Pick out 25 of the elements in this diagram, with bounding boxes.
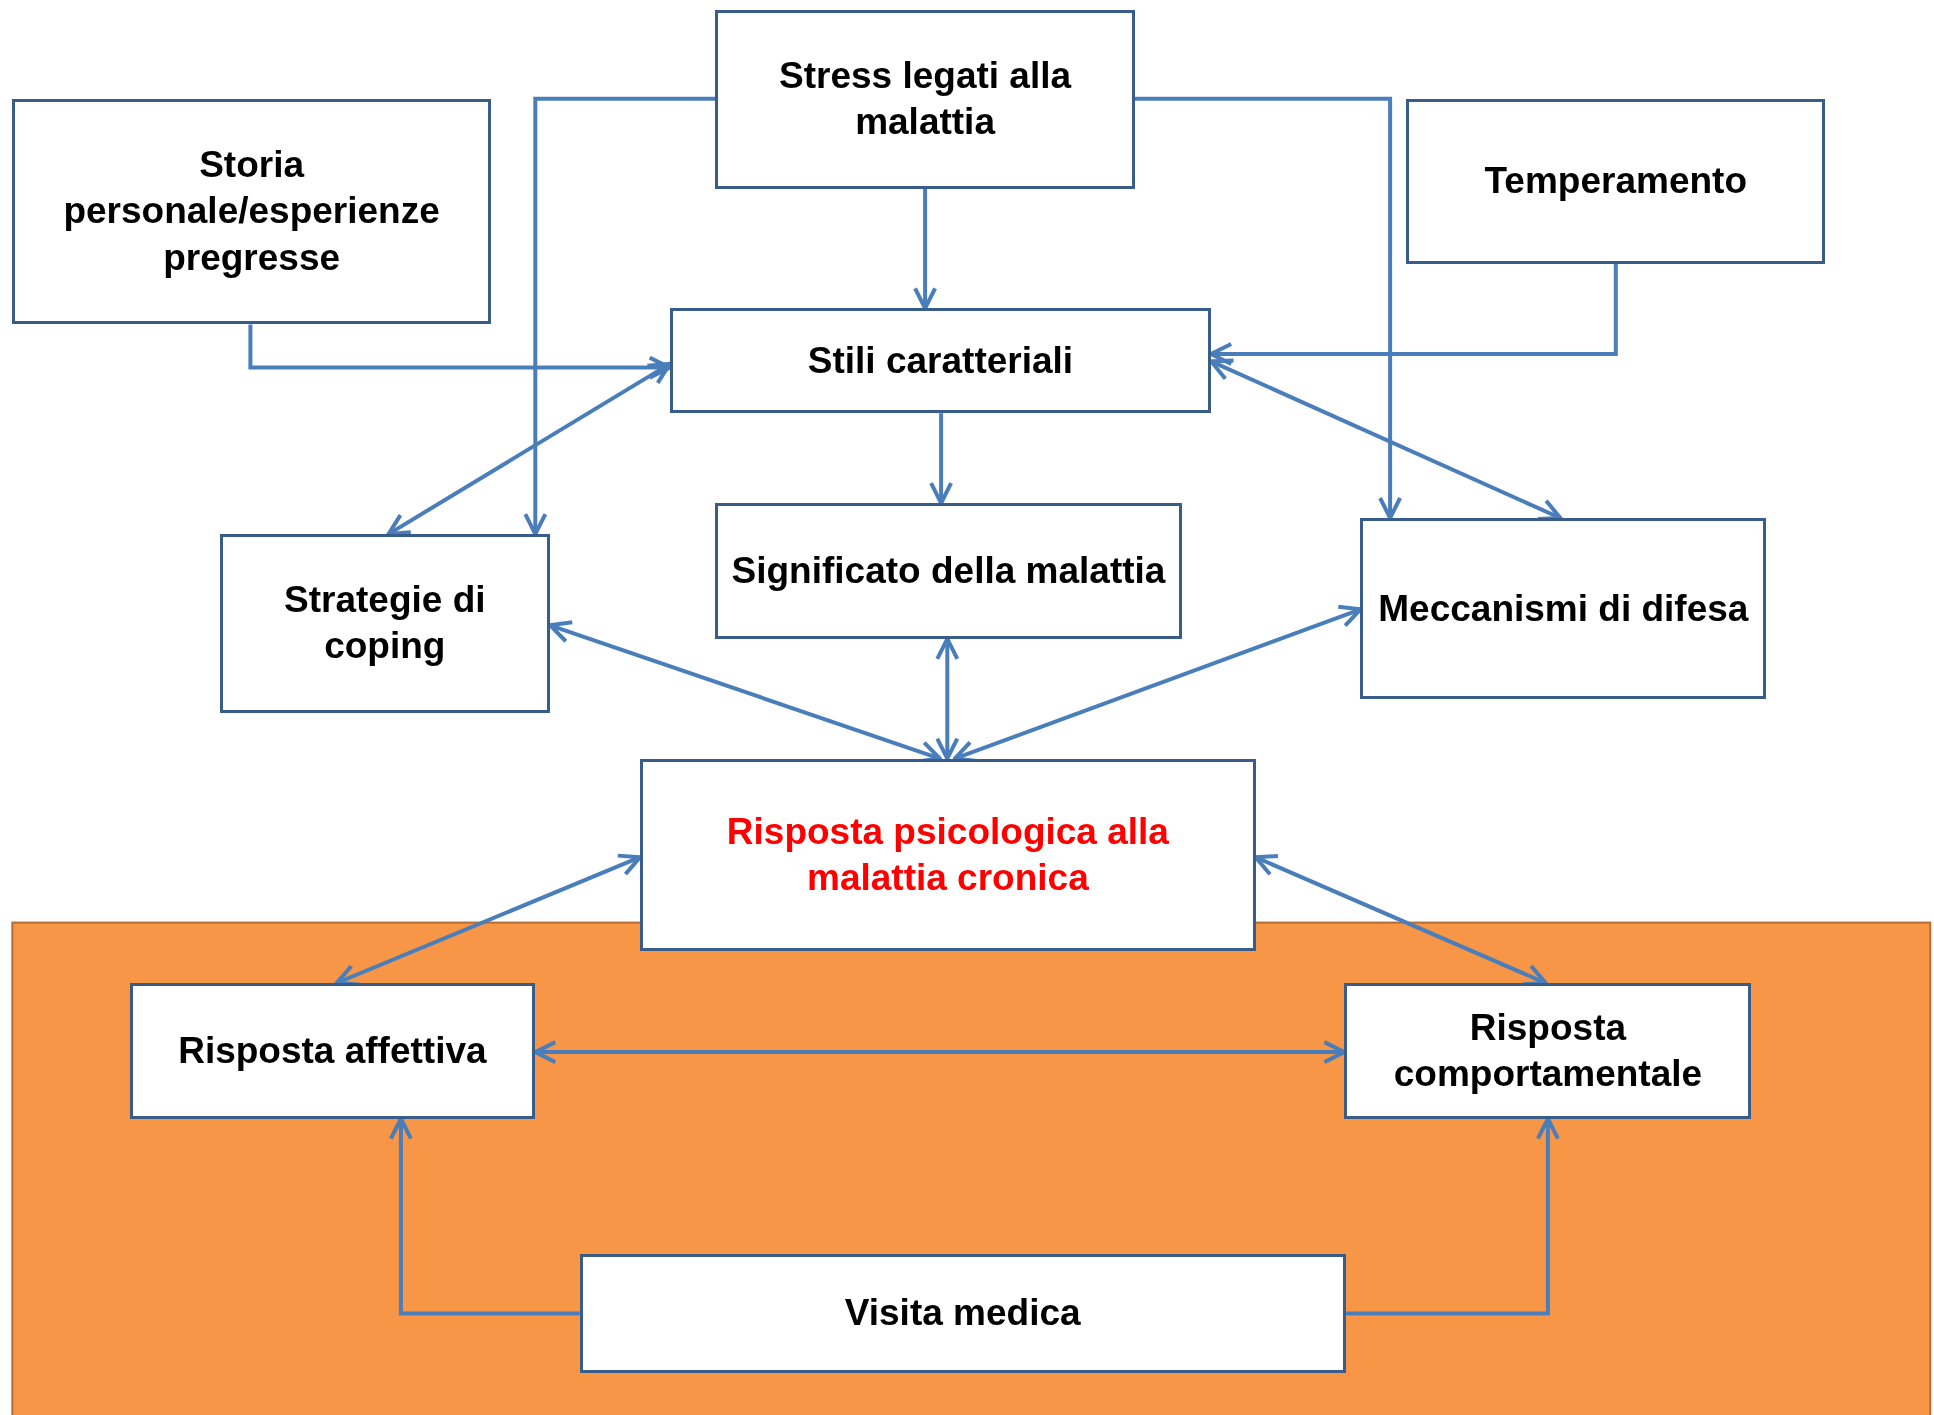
- process-box: [219, 534, 551, 713]
- box-label: Temperamento: [1484, 159, 1747, 204]
- process-box: [1344, 983, 1752, 1119]
- box-label: Risposta affettiva: [178, 1028, 487, 1073]
- process-box: [129, 983, 536, 1119]
- arrow: [1134, 96, 1403, 520]
- box-label: Risposta comportamentale: [1392, 1005, 1704, 1096]
- box-label: Risposta psicologica alla malattia cronica: [725, 809, 1170, 900]
- box-label: Storia personale/esperienze pregresse: [62, 143, 441, 280]
- process-box: [715, 9, 1135, 189]
- box-label: Stress legati alla malattia: [778, 54, 1073, 145]
- process-box: [1360, 518, 1767, 700]
- arrow: [248, 324, 672, 380]
- process-box: [1406, 98, 1826, 264]
- process-box: [640, 758, 1256, 951]
- process-box: [12, 98, 491, 325]
- box-label: Meccanismi di difesa: [1378, 586, 1749, 631]
- box-label: Stili caratteriali: [807, 338, 1074, 383]
- box-label: Strategie di coping: [283, 578, 487, 669]
- box-label: Significato della malattia: [731, 548, 1166, 593]
- box-label: Visita medica: [844, 1291, 1081, 1336]
- process-box: [715, 503, 1182, 639]
- process-box: [579, 1254, 1346, 1373]
- arrow: [1209, 264, 1618, 366]
- process-box: [669, 308, 1212, 414]
